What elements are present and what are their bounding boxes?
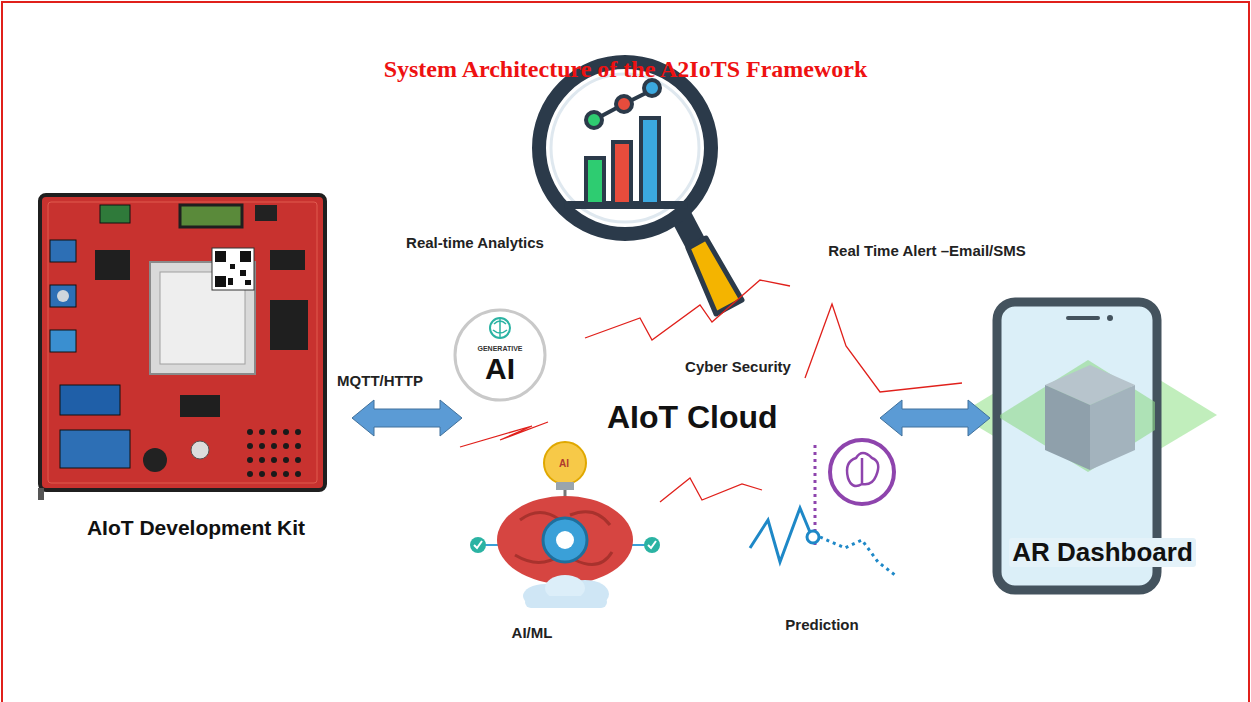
annotation-label: Real Time Alert –Email/SMS	[828, 243, 1026, 260]
annotation-label: Cyber Security	[685, 359, 791, 376]
ar-phone	[958, 302, 1217, 590]
double-arrow	[352, 400, 462, 436]
double-arrow	[880, 400, 990, 436]
annotation-label: Real-time Analytics	[406, 235, 544, 252]
device-label: AIoT Development Kit	[87, 516, 305, 539]
diagram-title: System Architecture of the A2IoTS Framew…	[0, 56, 1251, 83]
cloud-label: AIoT Cloud	[607, 400, 778, 435]
badge-text: AI	[485, 352, 515, 385]
prediction-illustration	[750, 440, 895, 575]
annotation-label: AI/ML	[512, 625, 553, 642]
annotation-label: AI	[559, 458, 569, 469]
badge-text: GENERATIVE	[478, 345, 523, 353]
annotation-label: Prediction	[785, 617, 858, 634]
generative-ai-circle: GENERATIVEAI	[455, 310, 545, 400]
cloud-box: AIoT Cloud	[462, 395, 880, 440]
kit-label-box: AIoT Development Kit	[40, 190, 352, 545]
analytics-magnifier	[539, 62, 742, 314]
dev-kit-board	[38, 195, 325, 500]
protocol-label: MQTT/HTTP	[335, 372, 425, 389]
generative-ai-badge	[455, 310, 545, 400]
dashboard-label: AR Dashboard	[1009, 538, 1196, 567]
ai-ml-illustration	[470, 442, 660, 608]
dashboard-box: AR Dashboard	[990, 295, 1215, 595]
